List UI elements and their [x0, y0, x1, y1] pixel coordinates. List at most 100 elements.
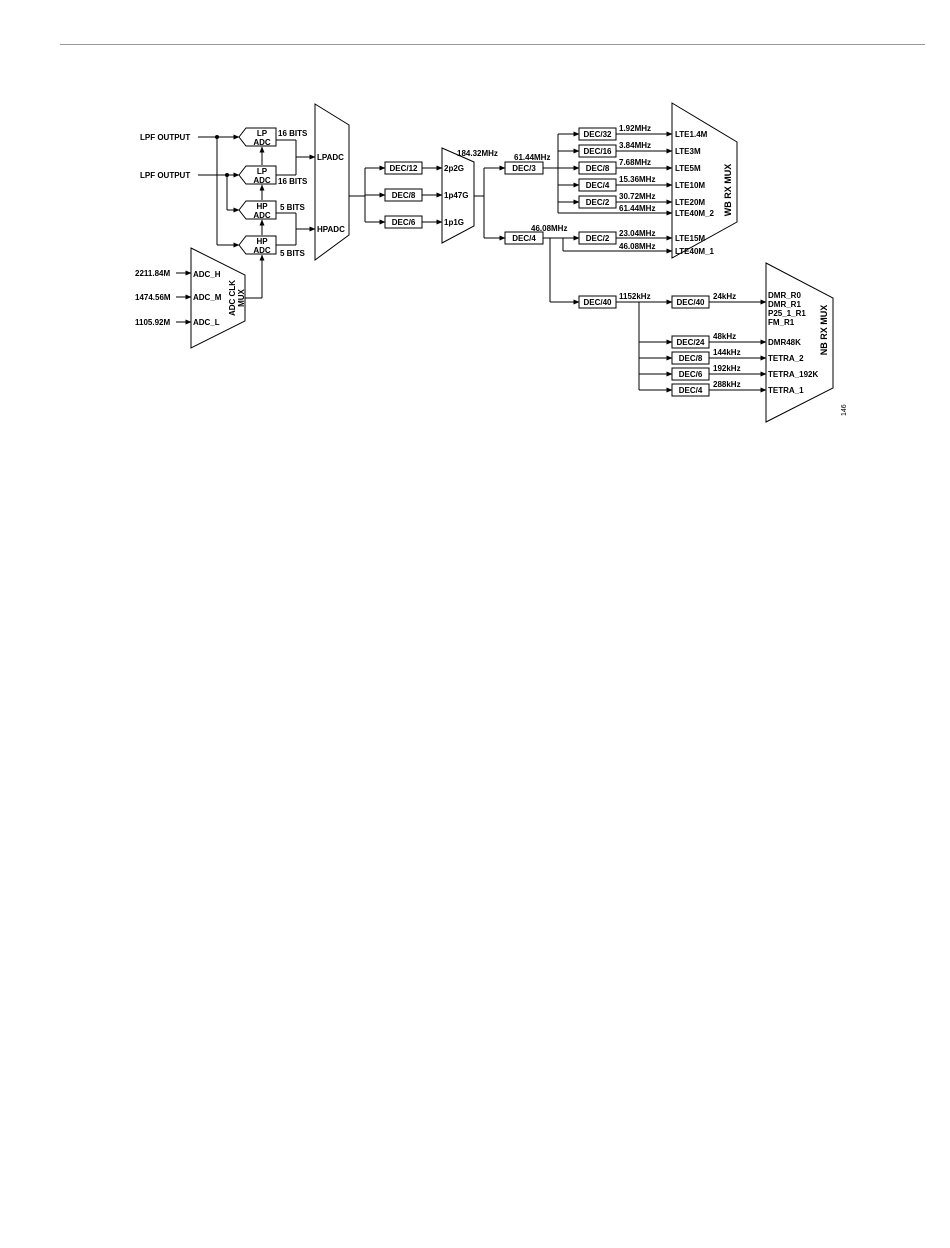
svg-text:LTE5M: LTE5M: [675, 164, 701, 173]
svg-text:TETRA_2: TETRA_2: [768, 354, 804, 363]
dec4-block: DEC/4: [504, 231, 544, 245]
svg-text:1p1G: 1p1G: [444, 218, 464, 227]
dec40a-block: DEC/40: [578, 295, 617, 309]
dec4-branch-wiring: [543, 235, 673, 305]
dec6-label: DEC/6: [392, 218, 416, 227]
svg-text:TETRA_1: TETRA_1: [768, 386, 804, 395]
dec3-block: DEC/3: [504, 161, 544, 175]
svg-text:LTE40M_1: LTE40M_1: [675, 247, 715, 256]
lpf-output-label-2: LPF OUTPUT: [140, 171, 190, 180]
svg-text:144kHz: 144kHz: [713, 348, 741, 357]
svg-text:DEC/4: DEC/4: [586, 181, 610, 190]
svg-text:3.84MHz: 3.84MHz: [619, 141, 651, 150]
svg-text:HPADC: HPADC: [317, 225, 345, 234]
svg-text:DEC/16: DEC/16: [583, 147, 612, 156]
wb-split-wiring: [474, 165, 506, 241]
stage1-decimators: DEC/12 DEC/8 DEC/6: [384, 161, 423, 229]
hp-adc-2: HP ADC: [238, 235, 277, 255]
wb-fan-wiring: [543, 131, 673, 216]
svg-text:DEC/8: DEC/8: [679, 354, 703, 363]
svg-text:LTE20M: LTE20M: [675, 198, 705, 207]
input-wiring: [198, 134, 240, 248]
freq-24k: 24kHz: [713, 292, 736, 301]
svg-text:LTE1.4M: LTE1.4M: [675, 130, 708, 139]
bits-label-lp2: 16 BITS: [278, 177, 308, 186]
svg-text:LP: LP: [257, 167, 268, 176]
svg-text:ADC: ADC: [253, 176, 271, 185]
wb-decimators: DEC/32 DEC/16 DEC/8 DEC/4 DEC/2: [578, 127, 617, 209]
lp-adc-1: LP ADC: [238, 127, 277, 147]
adc-clock-inputs: 2211.84M 1474.56M 1105.92M: [135, 269, 192, 327]
freq-184: 184.32MHz: [457, 149, 498, 158]
svg-text:NB RX MUX: NB RX MUX: [819, 305, 829, 356]
svg-text:HP: HP: [256, 237, 268, 246]
svg-text:MUX: MUX: [237, 288, 246, 306]
svg-text:288kHz: 288kHz: [713, 380, 741, 389]
svg-text:LPADC: LPADC: [317, 153, 344, 162]
lp-hp-adc-mux: LPADC HPADC: [314, 103, 350, 261]
nb-decimators: DEC/24 DEC/8 DEC/6 DEC/4: [671, 335, 710, 397]
svg-text:2p2G: 2p2G: [444, 164, 464, 173]
svg-text:ADC_M: ADC_M: [193, 293, 222, 302]
dec40b-block: DEC/40: [671, 295, 710, 309]
svg-text:FM_R1: FM_R1: [768, 318, 795, 327]
adc-clk-mux: ADC CLK MUX ADC_H ADC_M ADC_L: [190, 247, 246, 349]
svg-text:DMR_R1: DMR_R1: [768, 300, 801, 309]
svg-text:DEC/6: DEC/6: [679, 370, 703, 379]
lp-adc-2: LP ADC: [238, 165, 277, 185]
bits-label-lp1: 16 BITS: [278, 129, 308, 138]
lpf-output-label-1: LPF OUTPUT: [140, 133, 190, 142]
adc-clock-wiring: [245, 146, 265, 299]
dec12-label: DEC/12: [389, 164, 418, 173]
svg-text:ADC: ADC: [253, 138, 271, 147]
svg-text:ADC CLK: ADC CLK: [228, 280, 237, 316]
freq-46: 46.08MHz: [619, 242, 655, 251]
stage1-mux: 2p2G 1p47G 1p1G: [441, 147, 475, 244]
nb-rx-mux: NB RX MUX DMR_R0 DMR_R1 P25_1_R1 FM_R1 D…: [765, 262, 834, 423]
bits-combine-wiring: [276, 139, 316, 246]
svg-text:DEC/8: DEC/8: [586, 164, 610, 173]
nb-wiring: [616, 299, 767, 393]
stage1-wiring: [349, 165, 443, 225]
svg-text:DMR48K: DMR48K: [768, 338, 801, 347]
svg-text:DEC/40: DEC/40: [676, 298, 705, 307]
header-rule: [60, 44, 925, 45]
svg-text:DMR_R0: DMR_R0: [768, 291, 801, 300]
svg-text:P25_1_R1: P25_1_R1: [768, 309, 806, 318]
freq-1152: 1152kHz: [619, 292, 651, 301]
svg-text:1474.56M: 1474.56M: [135, 293, 171, 302]
freq-dec3-out: 61.44MHz: [514, 153, 550, 162]
svg-text:TETRA_192K: TETRA_192K: [768, 370, 818, 379]
svg-text:ADC_H: ADC_H: [193, 270, 221, 279]
svg-text:DEC/2: DEC/2: [586, 234, 610, 243]
svg-text:ADC: ADC: [253, 211, 271, 220]
svg-text:DEC/32: DEC/32: [583, 130, 612, 139]
svg-text:DEC/40: DEC/40: [583, 298, 612, 307]
wb-frequencies: 1.92MHz 3.84MHz 7.68MHz 15.36MHz 30.72MH…: [619, 124, 655, 213]
svg-text:1p47G: 1p47G: [444, 191, 468, 200]
figure-number: 146: [841, 404, 848, 416]
svg-text:DEC/3: DEC/3: [512, 164, 536, 173]
svg-text:15.36MHz: 15.36MHz: [619, 175, 655, 184]
svg-text:2211.84M: 2211.84M: [135, 269, 170, 278]
svg-text:1.92MHz: 1.92MHz: [619, 124, 651, 133]
svg-text:30.72MHz: 30.72MHz: [619, 192, 655, 201]
dec2b-block: DEC/2: [578, 231, 617, 245]
svg-text:61.44MHz: 61.44MHz: [619, 204, 655, 213]
dec8-label: DEC/8: [392, 191, 416, 200]
svg-text:WB RX MUX: WB RX MUX: [723, 164, 733, 217]
svg-text:LP: LP: [257, 129, 268, 138]
svg-text:DEC/4: DEC/4: [512, 234, 536, 243]
svg-text:ADC: ADC: [253, 246, 271, 255]
bits-label-hp2: 5 BITS: [280, 249, 306, 258]
svg-text:DEC/4: DEC/4: [679, 386, 703, 395]
svg-text:LTE40M_2: LTE40M_2: [675, 209, 715, 218]
svg-text:HP: HP: [256, 202, 268, 211]
wb-rx-mux: WB RX MUX LTE1.4M LTE3M LTE5M LTE10M LTE…: [671, 102, 738, 259]
hp-adc-1: HP ADC: [238, 200, 277, 220]
bits-label-hp1: 5 BITS: [280, 203, 306, 212]
svg-text:DEC/24: DEC/24: [676, 338, 705, 347]
svg-text:LTE10M: LTE10M: [675, 181, 705, 190]
svg-text:48kHz: 48kHz: [713, 332, 736, 341]
